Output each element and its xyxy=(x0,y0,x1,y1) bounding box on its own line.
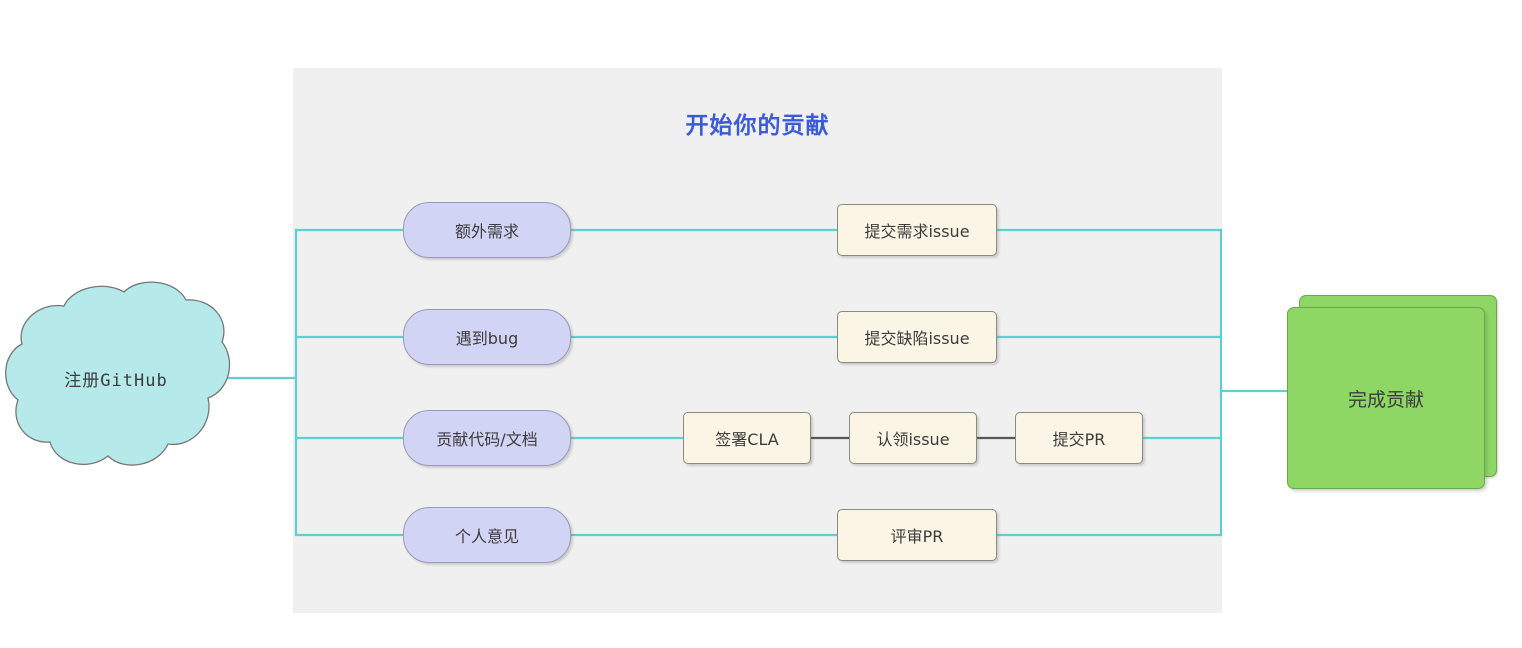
node-start-github[interactable]: 注册GitHub xyxy=(64,370,168,391)
node-action-claim-issue[interactable]: 认领issue xyxy=(849,412,977,464)
node-branch-personal-opinion[interactable]: 个人意见 xyxy=(403,507,571,563)
node-branch-extra-requirement[interactable]: 额外需求 xyxy=(403,202,571,258)
node-action-review-pr[interactable]: 评审PR xyxy=(837,509,997,561)
node-branch-contribute-code-docs[interactable]: 贡献代码/文档 xyxy=(403,410,571,466)
node-end-finish-contribution[interactable]: 完成贡献 xyxy=(1287,307,1485,489)
node-action-submit-defect-issue[interactable]: 提交缺陷issue xyxy=(837,311,997,363)
node-branch-found-bug[interactable]: 遇到bug xyxy=(403,309,571,365)
page-title: 开始你的贡献 xyxy=(685,113,830,139)
node-action-submit-pr[interactable]: 提交PR xyxy=(1015,412,1143,464)
node-action-sign-cla[interactable]: 签署CLA xyxy=(683,412,811,464)
node-action-submit-feature-issue[interactable]: 提交需求issue xyxy=(837,204,997,256)
